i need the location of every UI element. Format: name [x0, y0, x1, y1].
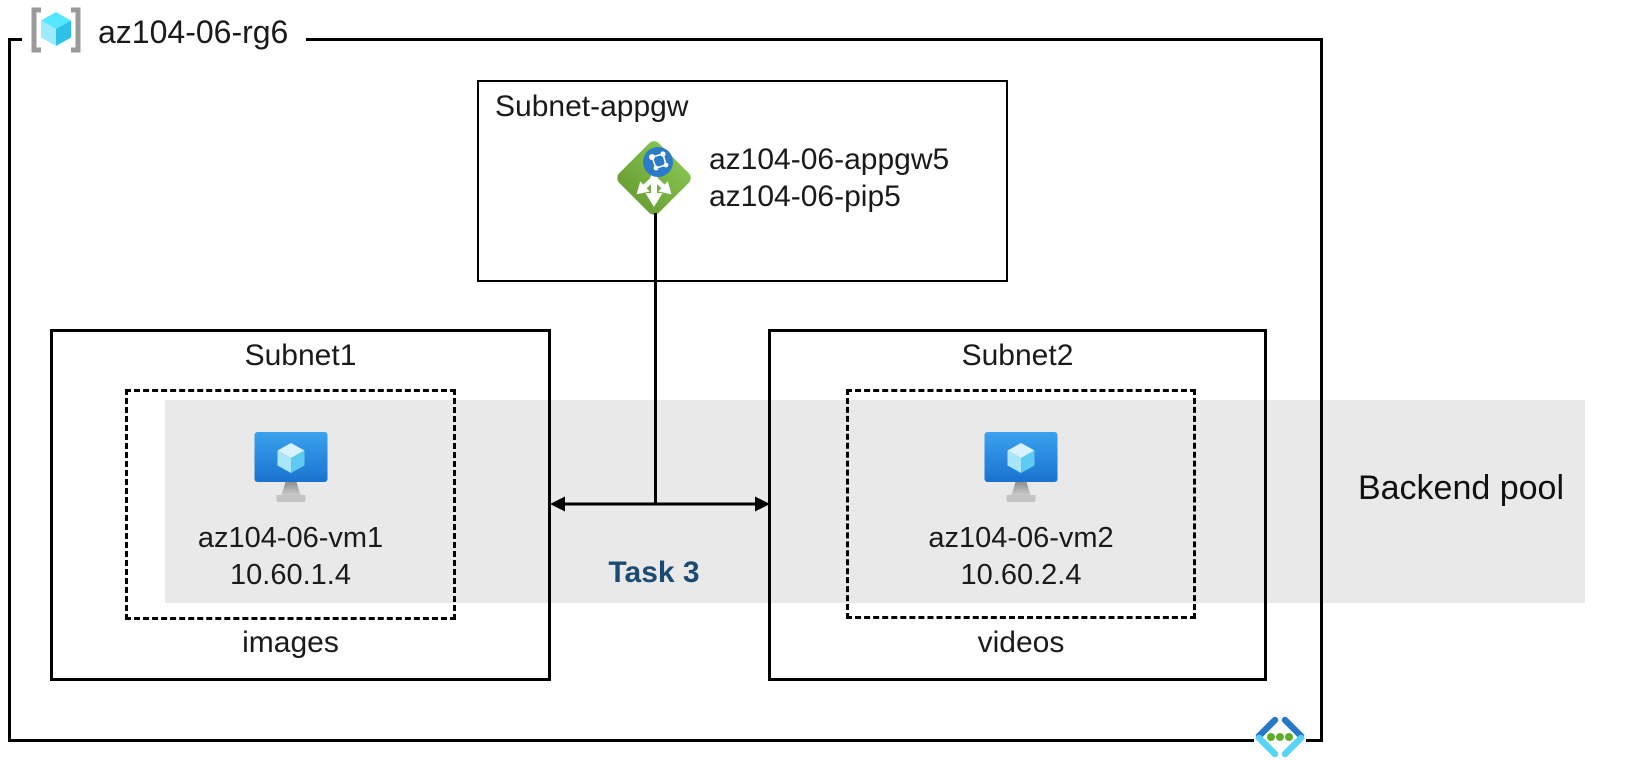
subnet2-box: Subnet2 — [768, 329, 1267, 681]
subnet1-title: Subnet1 — [244, 339, 357, 372]
application-gateway-name: az104-06-appgw5 — [709, 143, 950, 176]
subnet-double-arrow — [548, 492, 772, 521]
subnet1-vm-group: az104-06-vm1 10.60.1.4 — [125, 389, 456, 620]
task-label: Task 3 — [608, 556, 700, 589]
subnet1-box: Subnet1 — [50, 329, 551, 681]
virtual-network-icon — [1254, 714, 1306, 761]
subnet1-storage-label: images — [242, 626, 339, 659]
subnet1-vm-labels: az104-06-vm1 10.60.1.4 — [128, 520, 453, 594]
vm2-name: az104-06-vm2 — [928, 522, 1114, 554]
virtual-machine-icon — [983, 432, 1060, 509]
vm1-name: az104-06-vm1 — [197, 522, 384, 554]
application-gateway-labels: az104-06-appgw5 az104-06-pip5 — [709, 141, 949, 215]
resource-group-title: az104-06-rg6 — [98, 13, 289, 50]
resource-group-box — [8, 38, 1323, 742]
appgw-connector-line — [654, 213, 657, 504]
resource-group-header: az104-06-rg6 — [22, 4, 307, 60]
vm2-ip: 10.60.2.4 — [960, 559, 1082, 591]
subnet2-title: Subnet2 — [961, 339, 1074, 372]
subnet2-storage-label: videos — [977, 626, 1065, 659]
public-ip-name: az104-06-pip5 — [709, 180, 901, 213]
subnet-appgw-box: Subnet-appgw — [477, 80, 1008, 282]
subnet2-vm-labels: az104-06-vm2 10.60.2.4 — [849, 520, 1193, 594]
resource-group-icon — [28, 6, 84, 59]
application-gateway-icon — [614, 138, 694, 223]
backend-pool-label: Backend pool — [1357, 469, 1565, 507]
subnet2-vm-group: az104-06-vm2 10.60.2.4 — [846, 389, 1196, 619]
virtual-machine-icon — [252, 432, 329, 509]
subnet-appgw-title: Subnet-appgw — [495, 90, 689, 123]
backend-pool-band — [165, 400, 1585, 603]
vm1-ip: 10.60.1.4 — [230, 559, 351, 591]
